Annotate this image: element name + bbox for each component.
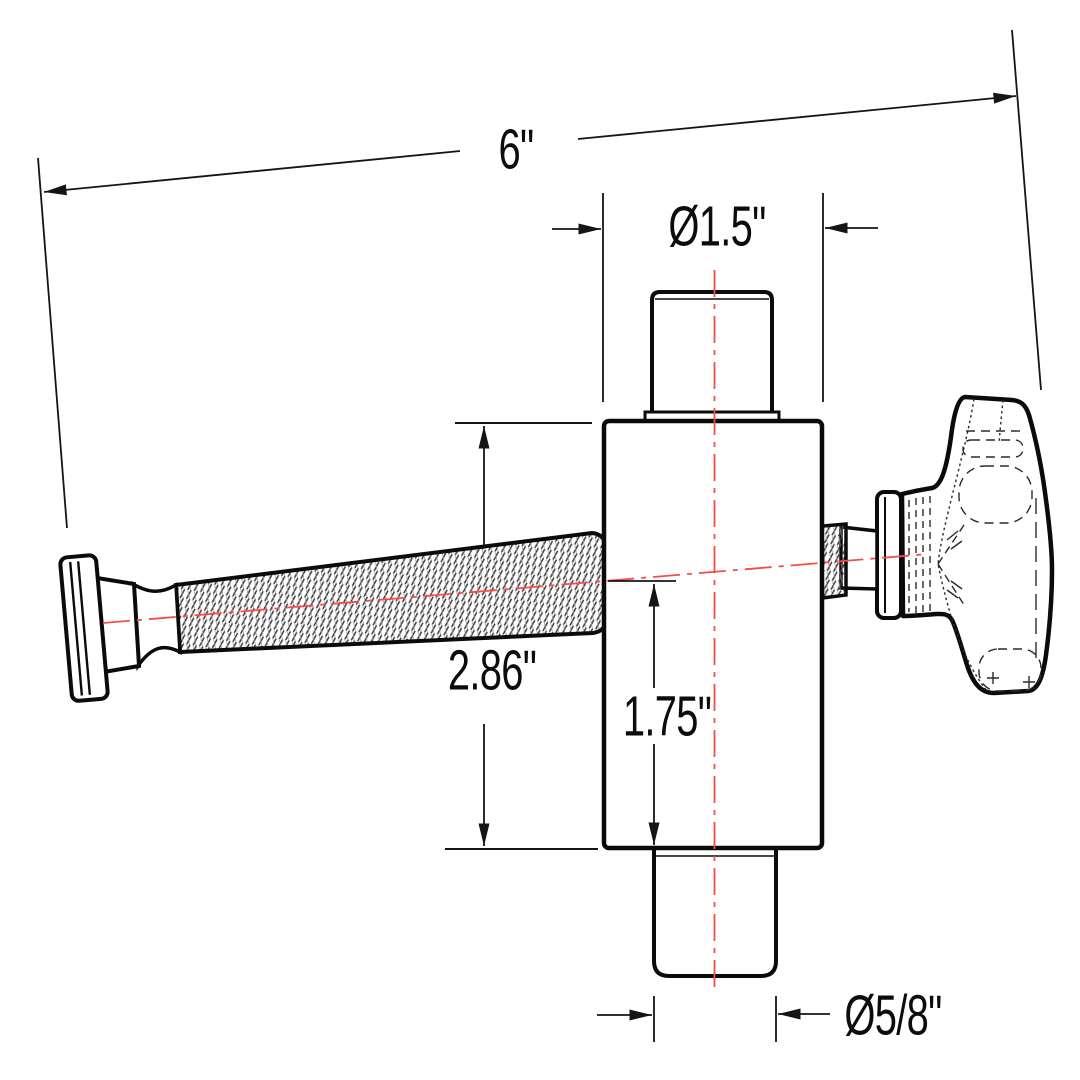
handle-knob <box>816 394 1055 696</box>
dim-label-overall-length: 6" <box>498 117 535 182</box>
dim-body-height <box>445 422 598 850</box>
dim-top-diameter <box>552 193 878 402</box>
dim-label-boss-diameter: Ø5/8" <box>844 983 942 1048</box>
knob-hidden-lines <box>908 398 1042 692</box>
bottom-boss <box>652 848 778 978</box>
threaded-screw <box>173 530 611 655</box>
top-boss <box>650 290 774 421</box>
dim-label-body-diameter: Ø1.5" <box>668 194 766 259</box>
pad-neck <box>131 580 182 672</box>
swivel-pad-assembly <box>58 553 182 703</box>
clamp-body <box>601 418 825 851</box>
dim-overall-length <box>37 29 1042 529</box>
swivel-pad <box>58 553 110 703</box>
dim-label-axis-to-base: 1.75" <box>622 684 712 749</box>
dim-axis-height <box>608 580 676 845</box>
handle-collar <box>875 490 903 620</box>
dim-bottom-diameter <box>597 996 830 1042</box>
dim-label-body-height: 2.86" <box>447 638 537 703</box>
